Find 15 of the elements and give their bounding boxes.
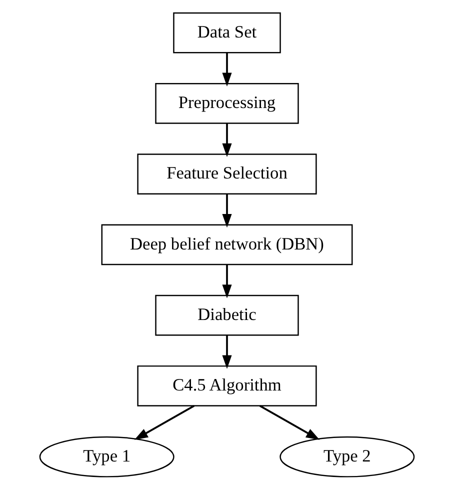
arrow — [222, 52, 232, 86]
node-ellipse: Type 2 — [280, 436, 415, 478]
node-box: Deep belief network (DBN) — [101, 224, 353, 266]
node-box: C4.5 Algorithm — [137, 365, 317, 406]
arrow — [222, 264, 232, 298]
node-ellipse: Type 1 — [39, 436, 174, 478]
arrow — [222, 335, 232, 369]
arrow — [259, 405, 320, 440]
node-box: Data Set — [173, 12, 281, 54]
arrow — [222, 194, 232, 228]
node-box: Preprocessing — [155, 83, 299, 124]
node-box: Feature Selection — [137, 154, 317, 194]
node-box: Diabetic — [155, 294, 299, 336]
arrow — [134, 405, 195, 440]
arrow — [222, 123, 232, 158]
